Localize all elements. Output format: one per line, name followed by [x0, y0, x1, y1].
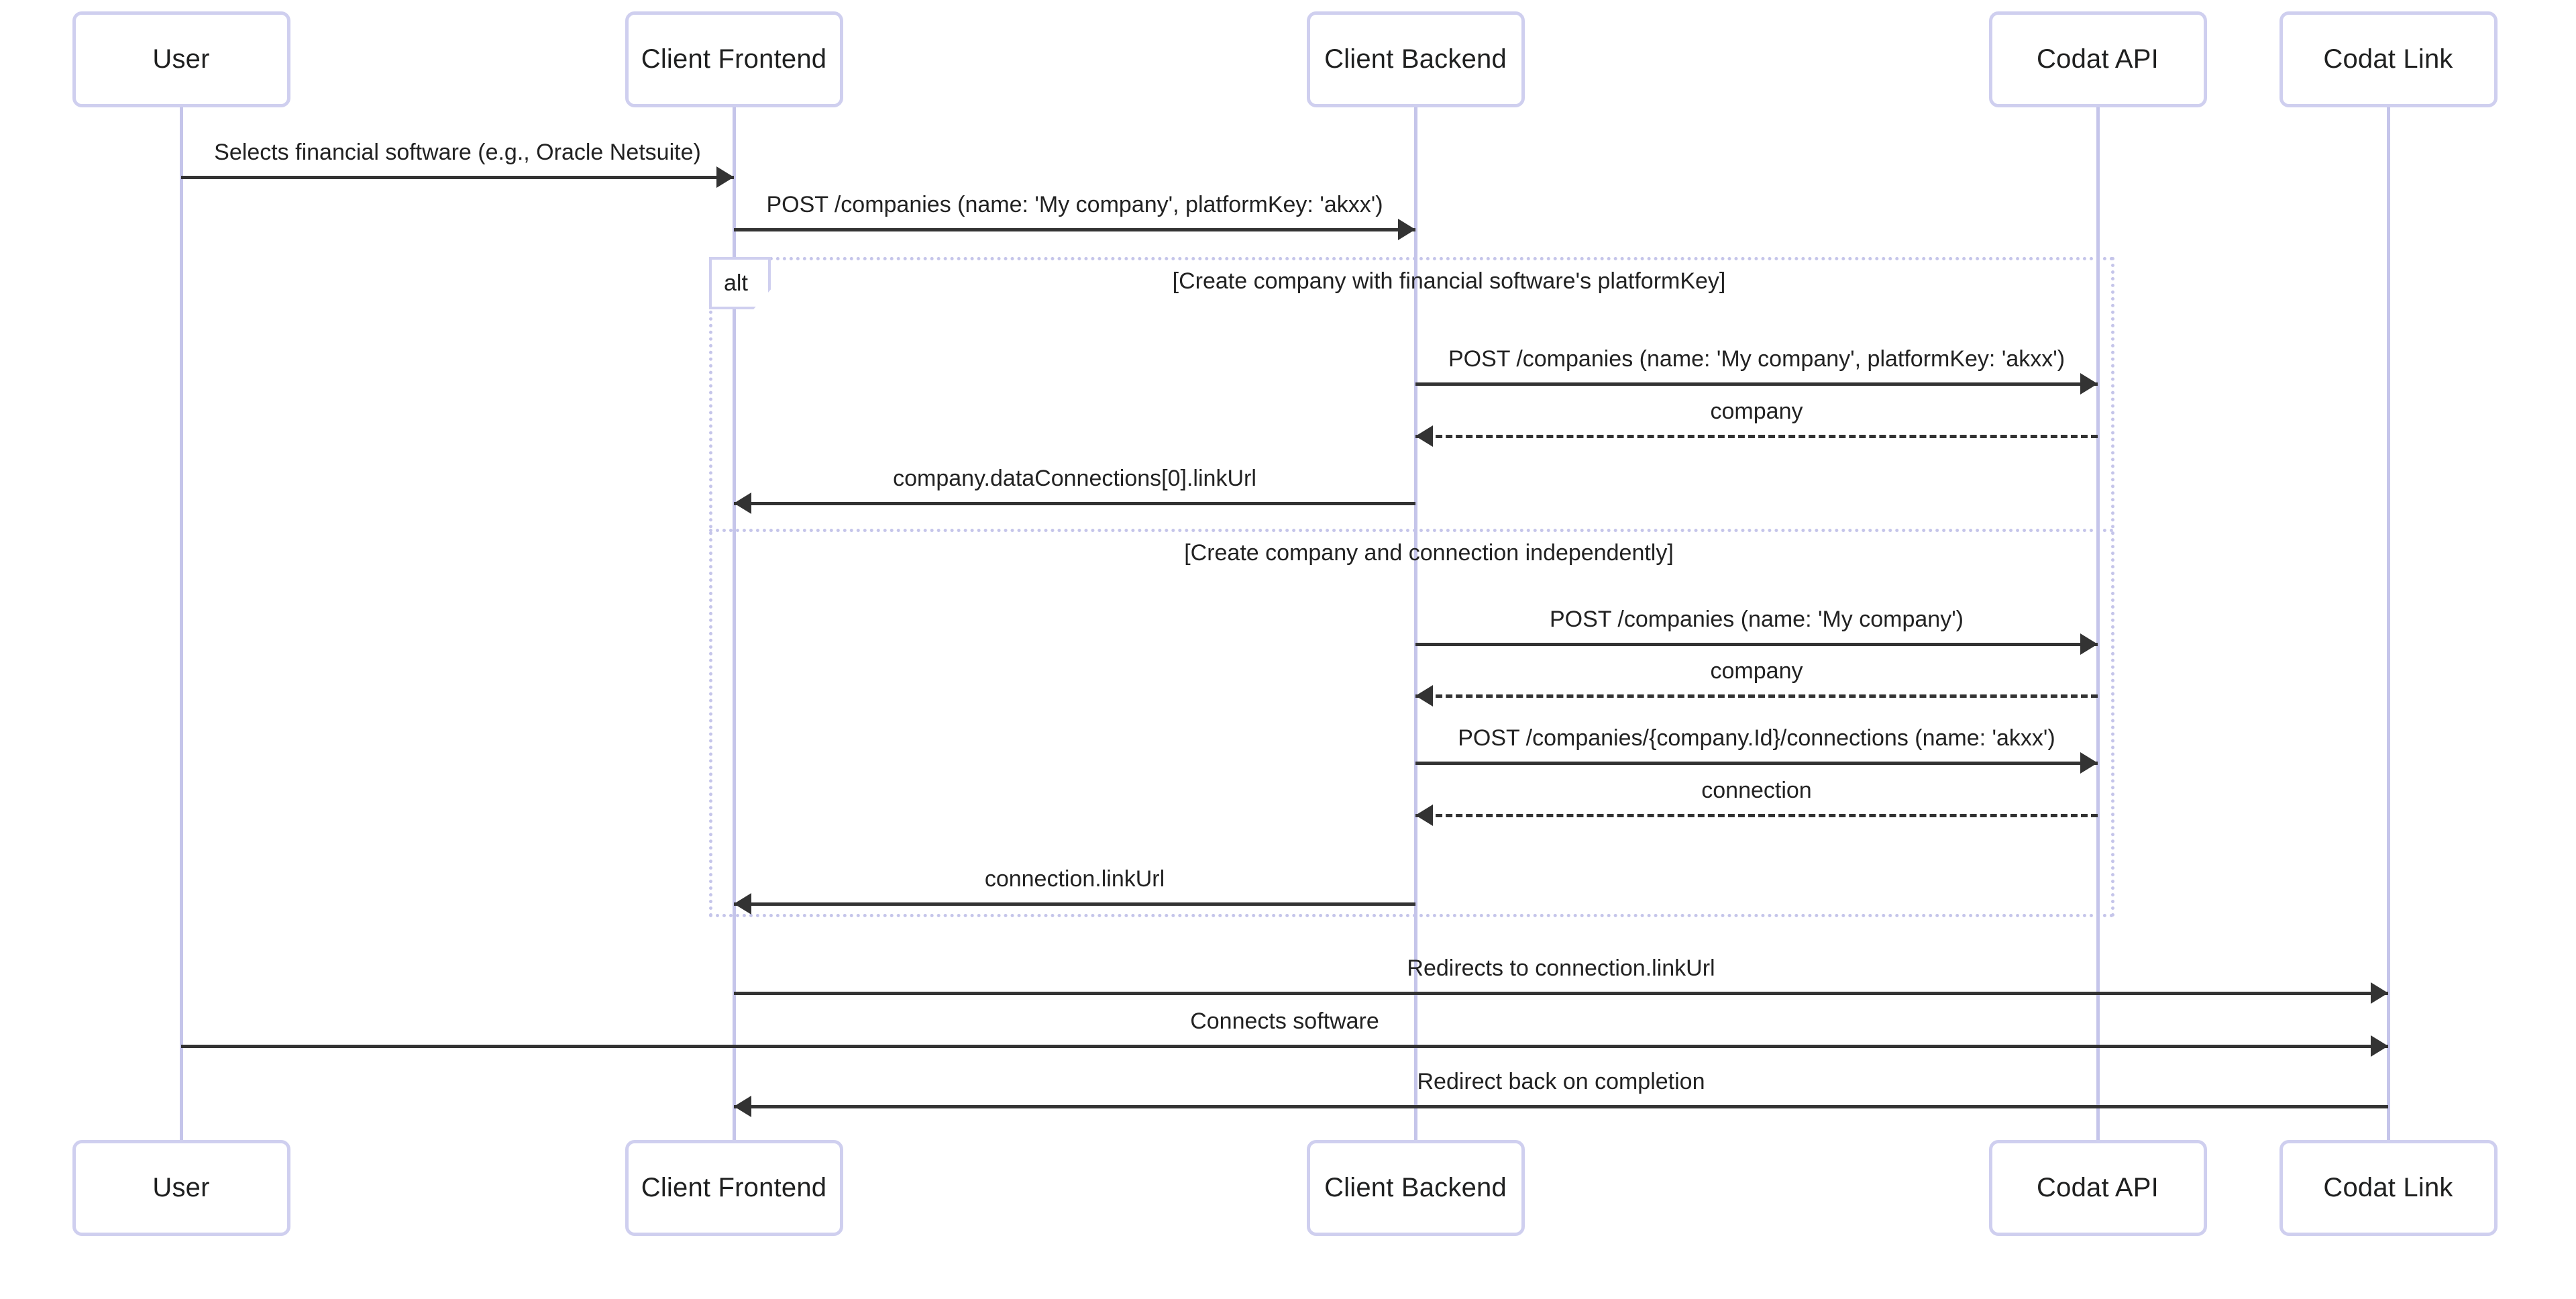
message-label-4: company	[1710, 399, 1803, 424]
message-label-3: POST /companies (name: 'My company', pla…	[1448, 346, 2065, 372]
lifeline-client-backend	[1414, 107, 1417, 1140]
message-label-11: Redirects to connection.linkUrl	[1407, 955, 1715, 981]
alt-condition-1: [Create company with financial software'…	[1172, 268, 1726, 294]
message-label-7: company	[1710, 658, 1803, 684]
message-label-8: POST /companies/{company.Id}/connections…	[1458, 725, 2055, 751]
message-arrowhead-12	[2371, 1035, 2388, 1057]
message-arrowhead-10	[734, 893, 751, 915]
actor-label-codat-api: Codat API	[2037, 1173, 2159, 1202]
message-line-3	[1415, 382, 2098, 386]
footer-actor-codat-link[interactable]: Codat Link	[2279, 1140, 2498, 1236]
message-arrowhead-6	[2080, 633, 2098, 655]
alt-block-tag: alt	[709, 257, 771, 309]
footer-actor-codat-api[interactable]: Codat API	[1988, 1140, 2207, 1236]
message-line-7	[1415, 694, 2098, 698]
message-label-13: Redirect back on completion	[1417, 1069, 1705, 1094]
message-label-1: Selects financial software (e.g., Oracle…	[214, 140, 701, 165]
footer-actor-client-frontend[interactable]: Client Frontend	[625, 1140, 843, 1236]
message-line-6	[1415, 643, 2098, 646]
actor-label-client-backend: Client Backend	[1324, 44, 1507, 74]
message-line-5	[734, 502, 1415, 505]
footer-actor-client-backend[interactable]: Client Backend	[1306, 1140, 1525, 1236]
alt-block-divider	[709, 529, 2114, 532]
actor-label-user: User	[152, 44, 210, 74]
message-arrowhead-2	[1398, 219, 1415, 240]
message-label-5: company.dataConnections[0].linkUrl	[893, 466, 1256, 491]
lifeline-user	[180, 107, 183, 1140]
message-line-9	[1415, 814, 2098, 817]
actor-label-codat-link: Codat Link	[2323, 1173, 2453, 1202]
message-arrowhead-3	[2080, 373, 2098, 395]
header-actor-codat-api[interactable]: Codat API	[1988, 11, 2207, 107]
lifeline-codat-api	[2096, 107, 2100, 1140]
header-actor-user[interactable]: User	[72, 11, 290, 107]
message-label-2: POST /companies (name: 'My company', pla…	[766, 192, 1383, 217]
message-label-10: connection.linkUrl	[984, 866, 1165, 892]
actor-label-client-backend: Client Backend	[1324, 1173, 1507, 1202]
message-arrowhead-8	[2080, 752, 2098, 774]
actor-label-client-frontend: Client Frontend	[641, 44, 827, 74]
header-actor-codat-link[interactable]: Codat Link	[2279, 11, 2498, 107]
message-label-12: Connects software	[1190, 1008, 1379, 1034]
message-line-12	[181, 1045, 2388, 1048]
actor-label-client-frontend: Client Frontend	[641, 1173, 827, 1202]
header-actor-client-frontend[interactable]: Client Frontend	[625, 11, 843, 107]
message-line-8	[1415, 762, 2098, 765]
lifeline-codat-link	[2387, 107, 2390, 1140]
actor-label-user: User	[152, 1173, 210, 1202]
actor-label-codat-api: Codat API	[2037, 44, 2159, 74]
message-label-9: connection	[1701, 778, 1812, 803]
message-arrowhead-4	[1415, 425, 1433, 447]
message-arrowhead-9	[1415, 804, 1433, 826]
alt-condition-2: [Create company and connection independe…	[1184, 540, 1674, 566]
message-arrowhead-1	[716, 166, 734, 188]
message-label-6: POST /companies (name: 'My company')	[1549, 607, 1964, 632]
message-arrowhead-13	[734, 1096, 751, 1117]
message-line-4	[1415, 435, 2098, 438]
message-line-2	[734, 228, 1415, 231]
message-arrowhead-11	[2371, 982, 2388, 1004]
header-actor-client-backend[interactable]: Client Backend	[1306, 11, 1525, 107]
footer-actor-user[interactable]: User	[72, 1140, 290, 1236]
message-line-1	[181, 176, 734, 179]
lifeline-client-frontend	[733, 107, 736, 1140]
message-arrowhead-5	[734, 492, 751, 514]
message-line-11	[734, 992, 2388, 995]
message-line-13	[734, 1105, 2388, 1108]
message-arrowhead-7	[1415, 685, 1433, 707]
message-line-10	[734, 902, 1415, 906]
actor-label-codat-link: Codat Link	[2323, 44, 2453, 74]
